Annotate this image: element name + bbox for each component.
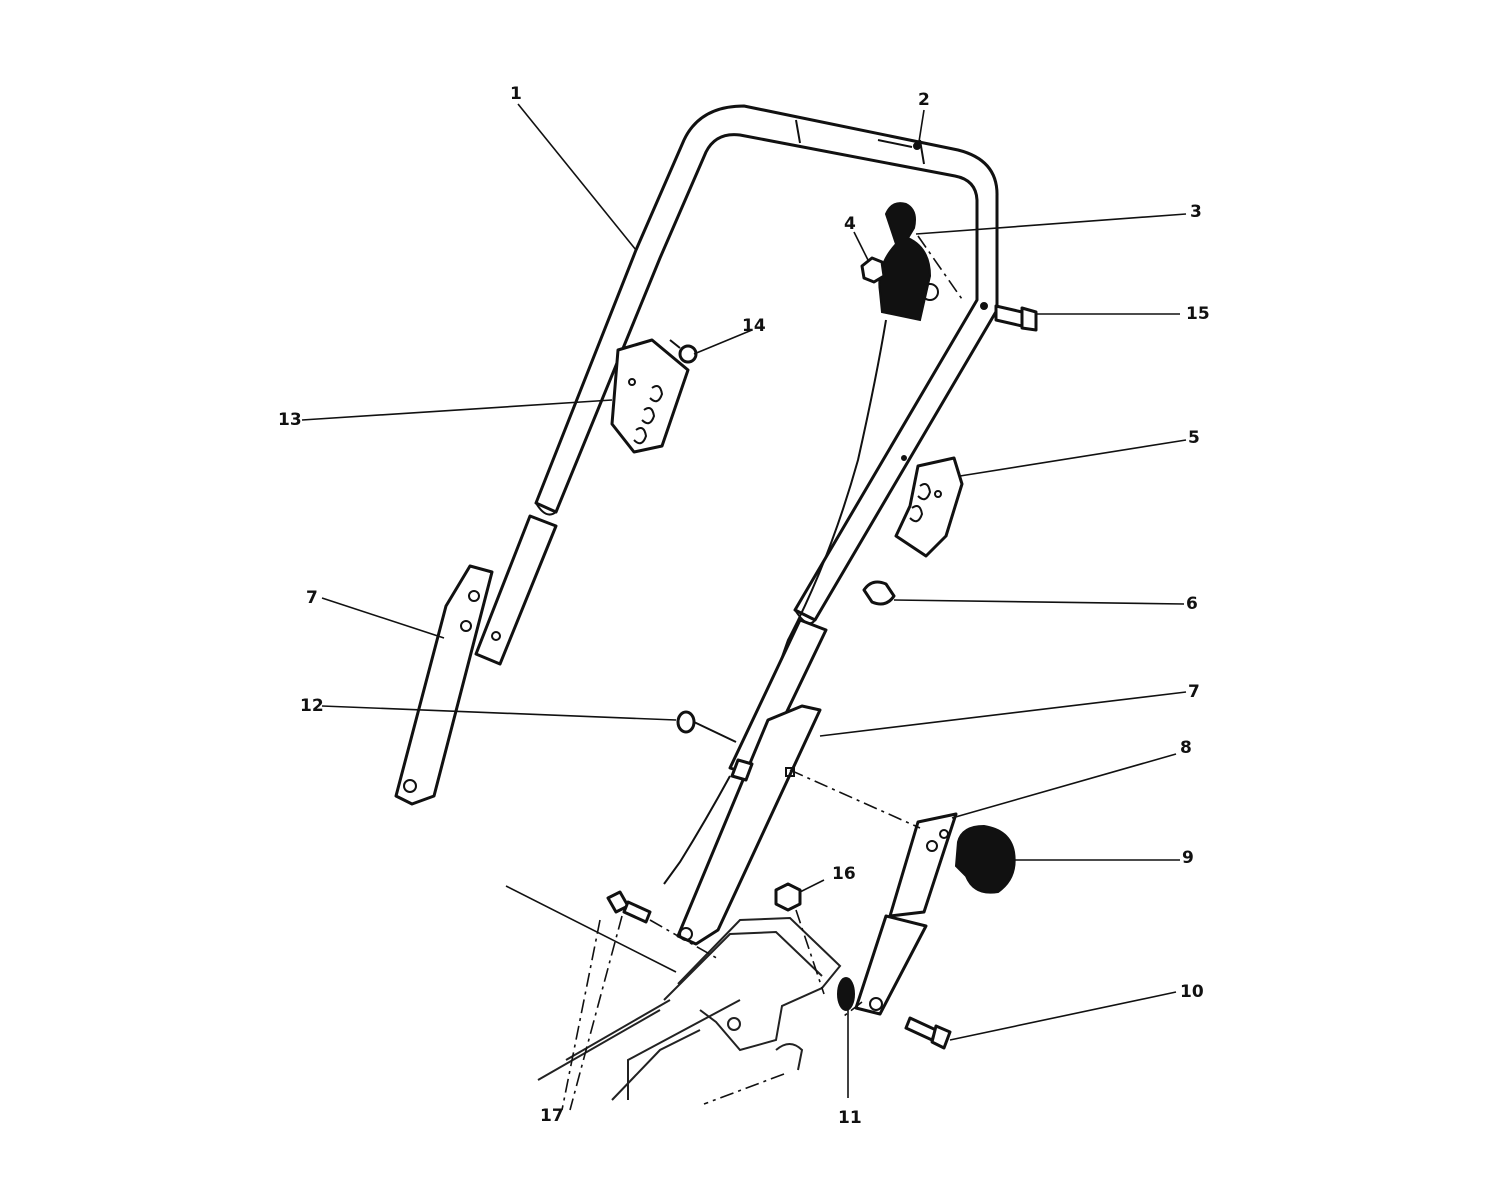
callout-7-right: 7 bbox=[1188, 682, 1200, 702]
callout-11: 11 bbox=[838, 1108, 862, 1128]
washer bbox=[837, 977, 855, 1011]
callout-17: 17 bbox=[540, 1106, 564, 1126]
decal bbox=[877, 139, 921, 150]
callout-2: 2 bbox=[918, 90, 930, 110]
callout-6: 6 bbox=[1186, 594, 1198, 614]
cable-clip bbox=[862, 580, 896, 606]
callout-4: 4 bbox=[844, 214, 856, 234]
cable-guide-right bbox=[894, 455, 964, 558]
callout-16: 16 bbox=[832, 864, 856, 884]
nut bbox=[860, 256, 886, 284]
bolt bbox=[980, 302, 1038, 332]
callout-9: 9 bbox=[1182, 848, 1194, 868]
callout-10: 10 bbox=[1180, 982, 1204, 1002]
callout-12: 12 bbox=[300, 696, 324, 716]
lower-bolt bbox=[904, 1016, 952, 1050]
callout-7-left: 7 bbox=[306, 588, 318, 608]
callout-13: 13 bbox=[278, 410, 302, 430]
deck-bracket-phantom bbox=[537, 916, 842, 1101]
handle-bracket bbox=[854, 812, 958, 1016]
cable-guide-left bbox=[610, 338, 690, 454]
callout-8: 8 bbox=[1180, 738, 1192, 758]
callout-15: 15 bbox=[1186, 304, 1210, 324]
callout-5: 5 bbox=[1188, 428, 1200, 448]
callout-14: 14 bbox=[742, 316, 766, 336]
throttle-control bbox=[878, 202, 939, 322]
callout-3: 3 bbox=[1190, 202, 1202, 222]
alignment-lines bbox=[561, 235, 965, 1111]
hex-nut bbox=[774, 882, 802, 912]
leader-lines bbox=[301, 103, 1187, 1098]
callout-1: 1 bbox=[510, 84, 522, 104]
shoulder-bolt bbox=[606, 890, 652, 924]
carriage-bolt bbox=[676, 710, 737, 743]
lower-handle-left bbox=[394, 514, 558, 806]
knob bbox=[954, 824, 1016, 894]
lower-handle-right bbox=[676, 618, 828, 946]
